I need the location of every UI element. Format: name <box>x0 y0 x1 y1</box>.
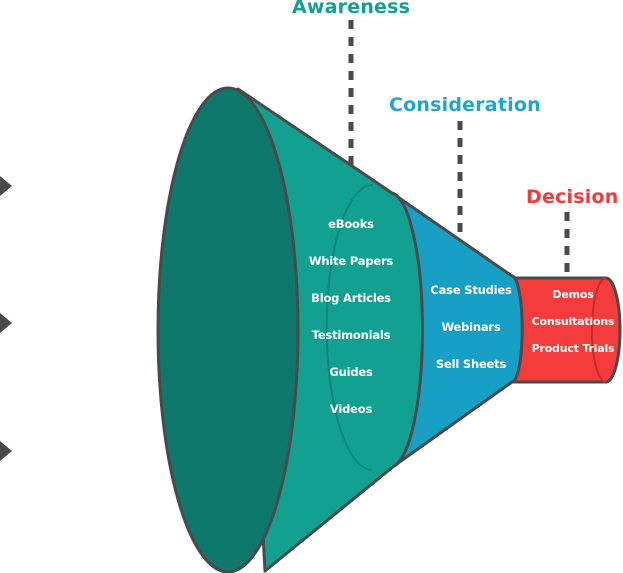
stage-title-decision: Decision <box>526 186 619 208</box>
awareness-item: White Papers <box>308 254 394 268</box>
awareness-item: Testimonials <box>311 328 391 342</box>
awareness-item: eBooks <box>328 217 374 231</box>
decision-section <box>503 276 622 384</box>
awareness-item: Blog Articles <box>311 291 391 305</box>
awareness-item: Guides <box>329 365 373 379</box>
consideration-item: Sell Sheets <box>435 357 507 371</box>
awareness-inner-seam <box>325 183 374 471</box>
arrow-right-icon <box>0 313 12 333</box>
consideration-item: Case Studies <box>430 283 512 297</box>
stage-title-awareness: Awareness <box>292 0 411 18</box>
arrow-right-icon <box>0 441 12 461</box>
decision-item: Consultations <box>531 315 615 328</box>
decision-item: Demos <box>552 288 594 301</box>
stage-title-consideration: Consideration <box>389 94 541 116</box>
decision-item: Product Trials <box>531 342 615 355</box>
funnel-mouth <box>156 86 300 573</box>
consideration-item: Webinars <box>441 320 501 334</box>
awareness-item: Videos <box>329 402 373 416</box>
consideration-section <box>390 191 524 468</box>
arrow-right-icon <box>0 176 12 196</box>
decision-end-seam <box>591 277 607 383</box>
